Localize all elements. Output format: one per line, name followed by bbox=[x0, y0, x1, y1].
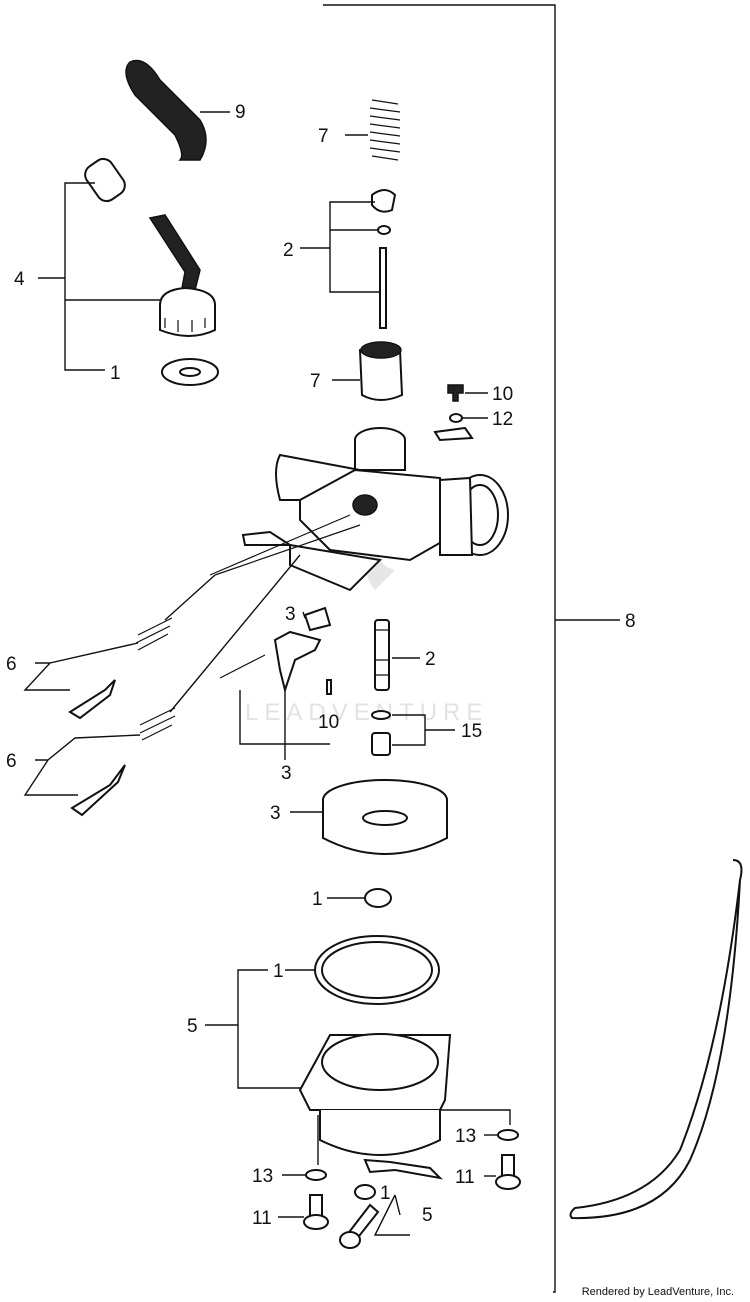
watermark-text: LEADVENTURE bbox=[245, 699, 488, 726]
callout-9: 9 bbox=[235, 102, 246, 123]
part-1-cap bbox=[327, 888, 392, 908]
callout-5-drain: 5 bbox=[422, 1205, 433, 1226]
overflow-tube bbox=[569, 859, 743, 1220]
callout-10-lower: 10 bbox=[318, 712, 339, 733]
callout-4: 4 bbox=[14, 269, 25, 290]
callout-15: 15 bbox=[461, 721, 482, 742]
part-5-float-bowl bbox=[298, 1033, 511, 1180]
callout-8: 8 bbox=[625, 611, 636, 632]
callout-3-lever: 3 bbox=[281, 763, 292, 784]
callout-12: 12 bbox=[492, 409, 513, 430]
callout-7-spring: 7 bbox=[318, 126, 329, 147]
part-4-fuel-valve bbox=[38, 157, 216, 371]
carburetor-body bbox=[209, 427, 509, 592]
callout-3-link: 3 bbox=[285, 604, 296, 625]
callout-2-needle: 2 bbox=[283, 240, 294, 261]
part-2-main-jet bbox=[374, 619, 420, 691]
callout-13-right: 13 bbox=[455, 1126, 476, 1147]
part-9-fuel-tube bbox=[125, 59, 230, 161]
callout-1-drain: 1 bbox=[380, 1183, 391, 1204]
callout-1-washer: 1 bbox=[110, 363, 121, 384]
part-3-throttle-lever bbox=[219, 606, 332, 760]
callout-5-bowl: 5 bbox=[187, 1016, 198, 1037]
part-7-throttle-slide bbox=[332, 341, 404, 401]
callout-6-upper: 6 bbox=[6, 654, 17, 675]
callout-10-top: 10 bbox=[492, 384, 513, 405]
callout-1-gasket: 1 bbox=[273, 961, 284, 982]
part-6-mixture-screw-a bbox=[23, 574, 216, 720]
part-1-gasket bbox=[205, 935, 440, 1089]
callout-7-slide: 7 bbox=[310, 371, 321, 392]
part-10-12-screw-washer bbox=[433, 384, 488, 442]
part-5-drain-screw bbox=[339, 1184, 410, 1249]
render-credit: Rendered by LeadVenture, Inc. bbox=[581, 1286, 734, 1298]
callout-1-cap: 1 bbox=[312, 889, 323, 910]
part-13-11-bowl-screws bbox=[278, 1129, 521, 1230]
part-2-jet-needle bbox=[300, 189, 397, 329]
assembly-bracket-8 bbox=[323, 4, 620, 1293]
callout-labels: 9 7 4 2 1 7 10 12 3 2 6 8 10 15 6 3 3 1 … bbox=[6, 102, 636, 1229]
part-15-jet-holder bbox=[371, 710, 455, 756]
callout-13-left: 13 bbox=[252, 1166, 273, 1187]
part-6-mixture-screw-b bbox=[23, 554, 301, 817]
callout-3-float: 3 bbox=[270, 803, 281, 824]
callout-11-left: 11 bbox=[252, 1208, 272, 1229]
part-3-float bbox=[290, 779, 448, 855]
callout-11-right: 11 bbox=[455, 1167, 475, 1188]
callout-6-lower: 6 bbox=[6, 751, 17, 772]
callout-2-jet: 2 bbox=[425, 649, 436, 670]
part-1-washer-top bbox=[161, 358, 219, 386]
part-7-spring bbox=[345, 99, 401, 161]
